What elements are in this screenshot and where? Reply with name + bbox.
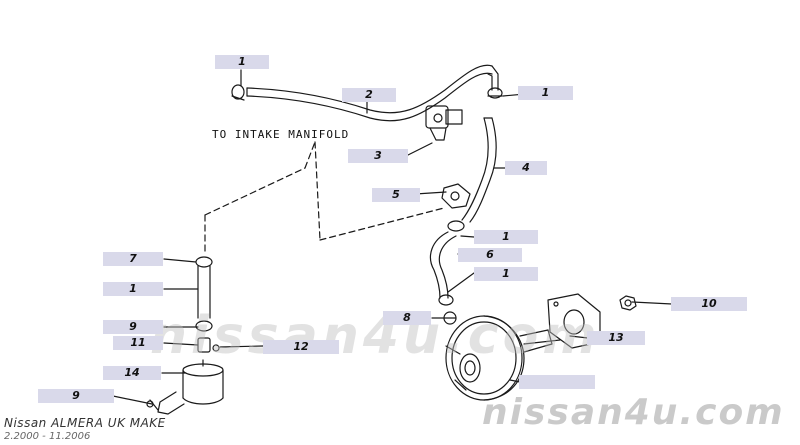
clamp-1f bbox=[195, 320, 213, 332]
callout-part-13[interactable] bbox=[519, 375, 595, 389]
valve-5 bbox=[441, 183, 471, 209]
valve-3 bbox=[425, 105, 463, 141]
hose-7 bbox=[197, 265, 211, 319]
watermark-center: nissan4u.com bbox=[150, 306, 601, 366]
clamp-1c bbox=[447, 220, 465, 232]
footer-dates: 2.2000 - 11.2006 bbox=[4, 431, 91, 442]
callout-part-5[interactable]: 5 bbox=[372, 188, 420, 202]
clamp-1b bbox=[487, 87, 503, 99]
callout-part-12[interactable]: 14 bbox=[103, 366, 161, 380]
clamp-1d bbox=[438, 294, 454, 306]
callout-part-10[interactable]: 13 bbox=[587, 331, 645, 345]
grommet-9-left bbox=[197, 337, 211, 353]
callout-part-1[interactable]: 1 bbox=[474, 230, 538, 244]
callout-part-14[interactable]: 9 bbox=[38, 389, 114, 403]
callout-part-3[interactable]: 3 bbox=[348, 149, 408, 163]
callout-part-6[interactable]: 6 bbox=[458, 248, 522, 262]
bracket-14 bbox=[146, 399, 159, 411]
callout-part-2[interactable]: 2 bbox=[342, 88, 396, 102]
callout-part-7[interactable]: 1 bbox=[103, 282, 163, 296]
callout-part-4[interactable]: 4 bbox=[505, 161, 547, 175]
canister-12 bbox=[157, 363, 224, 415]
callout-part-9[interactable]: 11 bbox=[113, 336, 163, 350]
callout-part-1[interactable]: 1 bbox=[215, 55, 269, 69]
intake-manifold-annotation: TO INTAKE MANIFOLD bbox=[212, 128, 350, 141]
hose-2 bbox=[246, 64, 499, 122]
dashed-routing bbox=[202, 141, 445, 367]
callout-part-1[interactable]: 1 bbox=[474, 267, 538, 281]
hose-4 bbox=[461, 117, 497, 223]
hose-6 bbox=[429, 231, 457, 299]
brake-booster-13 bbox=[445, 315, 561, 401]
callout-part-1[interactable]: 9 bbox=[103, 320, 163, 334]
callout-part-1[interactable]: 7 bbox=[103, 252, 163, 266]
clamp-1e bbox=[195, 256, 213, 268]
callout-part-11[interactable]: 12 bbox=[263, 340, 339, 354]
fitting-11 bbox=[212, 344, 220, 352]
callout-part-8[interactable]: 10 bbox=[671, 297, 747, 311]
nut-8 bbox=[619, 295, 637, 311]
grommet-9-right bbox=[443, 311, 457, 325]
callout-part-9[interactable]: 8 bbox=[383, 311, 431, 325]
callout-part-1[interactable]: 1 bbox=[518, 86, 573, 100]
watermark-corner: nissan4u.com bbox=[482, 392, 785, 433]
clamp-1a bbox=[231, 84, 245, 101]
footer-model: Nissan ALMERA UK MAKE bbox=[4, 416, 166, 430]
